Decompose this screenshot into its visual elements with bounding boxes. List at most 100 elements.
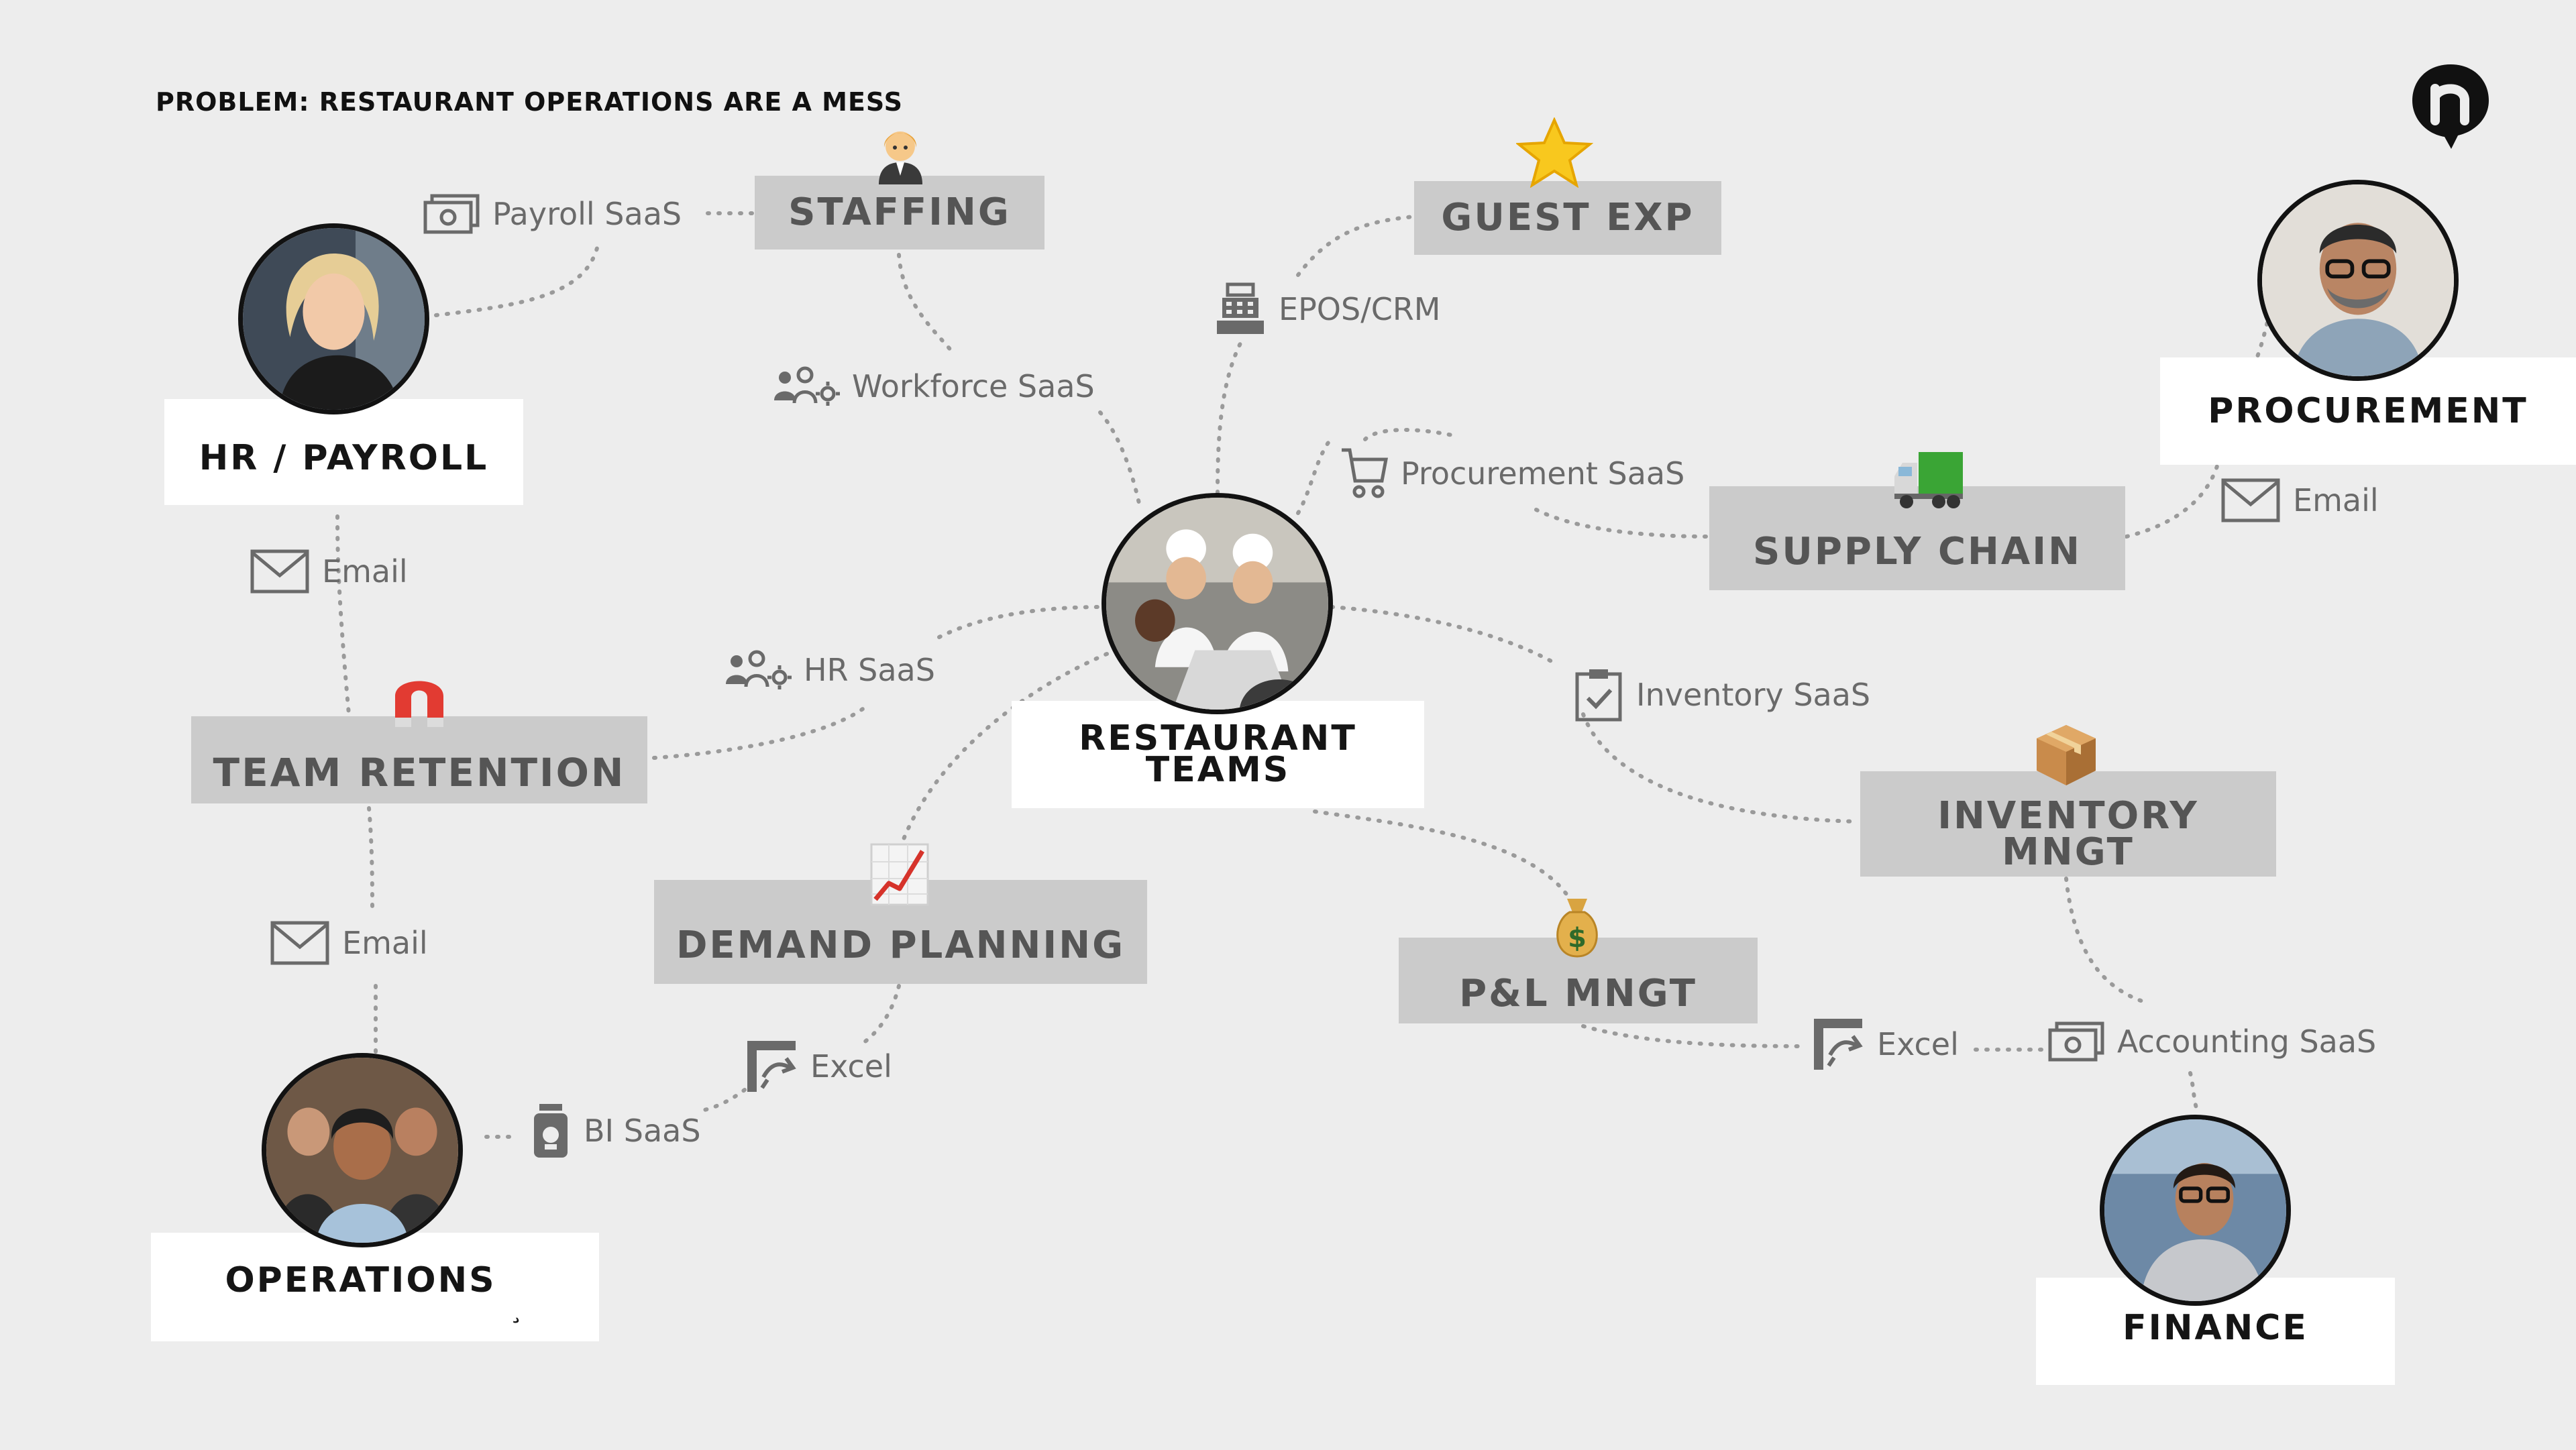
cash-register-icon xyxy=(1217,282,1264,334)
connector-staffing-workforce xyxy=(897,253,955,354)
connector-retention-email xyxy=(367,806,374,914)
connector-accounting-finance xyxy=(2188,1071,2199,1112)
category-label: MNGT xyxy=(2002,830,2135,874)
tool-hr-saas: HR SaaS xyxy=(724,649,935,691)
role-mark: ¸ xyxy=(509,1294,525,1325)
role-label: HR / PAYROLL xyxy=(199,437,489,478)
tool-epos-crm: EPOS/CRM xyxy=(1214,282,1440,337)
avatar-operations xyxy=(262,1053,463,1247)
role-label: FINANCE xyxy=(2123,1307,2308,1348)
connector-epos-guest xyxy=(1296,215,1416,277)
connector-center-procurement xyxy=(1296,441,1330,515)
category-label: DEMAND PLANNING xyxy=(676,923,1126,967)
connector-center-epos xyxy=(1216,340,1243,495)
tool-bi-saas: BI SaaS xyxy=(530,1101,701,1160)
money-icon xyxy=(423,194,480,234)
role-label: TEAMS xyxy=(1145,750,1291,790)
role-label: OPERATIONS xyxy=(225,1260,496,1300)
connector-inventory-accounting xyxy=(2064,877,2149,1005)
category-label: STAFFING xyxy=(788,190,1011,235)
role-restaurant-teams: RESTAURANT TEAMS xyxy=(1012,701,1424,808)
people-gear-icon xyxy=(774,366,840,406)
tool-label: Inventory SaaS xyxy=(1636,677,1871,713)
star-icon xyxy=(1516,117,1593,188)
package-icon xyxy=(2037,725,2096,785)
connector-procurement-top xyxy=(1363,427,1458,441)
role-operations: OPERATIONS ¸ xyxy=(151,1233,599,1341)
tool-email-ops: Email xyxy=(270,920,428,966)
connector-center-inventory xyxy=(1330,605,1558,666)
tool-label: Accounting SaaS xyxy=(2117,1023,2377,1060)
role-procurement: PROCUREMENT xyxy=(2160,357,2576,465)
category-staffing: STAFFING xyxy=(755,176,1044,249)
connector-workforce-center xyxy=(1098,410,1142,512)
tool-label: Email xyxy=(342,925,428,961)
magnet-icon xyxy=(395,681,443,727)
connector-procurement-supply xyxy=(1534,508,1711,539)
connector-hrsaas-center xyxy=(937,605,1106,639)
tool-label: HR SaaS xyxy=(804,652,935,688)
avatar-procurement xyxy=(2257,180,2459,381)
category-label: SUPPLY CHAIN xyxy=(1753,529,2082,573)
avatar-restaurant-teams xyxy=(1102,493,1333,714)
money-bag-icon: $ xyxy=(1556,899,1598,958)
avatar-hr-payroll xyxy=(238,223,429,414)
logo-icon xyxy=(2412,64,2489,149)
category-team-retention: TEAM RETENTION xyxy=(191,716,647,803)
tool-email-procurement: Email xyxy=(2220,478,2379,523)
category-label: TEAM RETENTION xyxy=(213,750,626,796)
tool-label: Payroll SaaS xyxy=(492,196,682,232)
connector-center-demand xyxy=(897,652,1109,854)
role-label: PROCUREMENT xyxy=(2208,390,2528,431)
tool-label: Email xyxy=(322,553,408,590)
tool-label: Workforce SaaS xyxy=(852,368,1095,404)
tool-workforce-saas: Workforce SaaS xyxy=(773,366,1095,407)
tool-payroll-saas: Payroll SaaS xyxy=(423,193,682,235)
tool-label: EPOS/CRM xyxy=(1279,291,1441,327)
envelope-icon xyxy=(2221,478,2280,522)
connector-hr-down xyxy=(335,514,351,716)
connector-retention-hrsaas xyxy=(652,702,871,760)
cart-icon xyxy=(1342,448,1389,498)
spreadsheet-icon xyxy=(1814,1019,1863,1070)
money-icon xyxy=(2048,1021,2104,1062)
avatar-finance xyxy=(2100,1115,2291,1306)
category-label: INVENTORY xyxy=(1937,794,2199,838)
connector-email-procurement xyxy=(2252,320,2269,368)
category-supply-chain: SUPPLY CHAIN xyxy=(1709,486,2125,590)
role-hr-payroll: HR / PAYROLL xyxy=(164,399,523,505)
spreadsheet-icon xyxy=(747,1041,796,1092)
envelope-icon xyxy=(250,549,309,594)
person-emoji-icon xyxy=(879,131,922,184)
tool-label: Procurement SaaS xyxy=(1401,455,1685,492)
connector-inventory-box xyxy=(1581,712,1860,824)
svg-text:$: $ xyxy=(1568,923,1587,954)
tool-inventory-saas: Inventory SaaS xyxy=(1573,667,1870,722)
connector-excel-bi xyxy=(702,1088,747,1112)
role-label: RESTAURANT xyxy=(1079,718,1357,759)
envelope-icon xyxy=(270,921,329,965)
tool-label: Email xyxy=(2293,482,2379,518)
tool-accounting-saas: Accounting SaaS xyxy=(2047,1021,2376,1062)
chart-up-icon xyxy=(870,843,929,906)
tool-label: Excel xyxy=(810,1048,892,1084)
tool-label: Excel xyxy=(1877,1026,1959,1062)
connector-supply-email xyxy=(2125,464,2219,539)
tool-excel-demand: Excel xyxy=(745,1038,892,1095)
truck-icon xyxy=(1894,452,1963,508)
tool-email-hr: Email xyxy=(250,549,408,594)
category-inventory-mngt: INVENTORY MNGT xyxy=(1860,771,2276,877)
category-guest-exp: GUEST EXP xyxy=(1414,181,1721,255)
category-label: GUEST EXP xyxy=(1441,196,1695,240)
connector-demand-excel xyxy=(857,984,901,1048)
clipboard-icon xyxy=(1575,669,1622,722)
tool-excel-pl: Excel xyxy=(1811,1016,1959,1072)
connector-center-pl xyxy=(1313,810,1572,901)
page-title: PROBLEM: RESTAURANT OPERATIONS ARE A MES… xyxy=(156,87,903,117)
tool-label: BI SaaS xyxy=(584,1113,701,1149)
connector-hr-payroll xyxy=(434,246,599,317)
connector-pl-excel xyxy=(1581,1024,1807,1048)
people-gear-icon xyxy=(726,650,792,689)
